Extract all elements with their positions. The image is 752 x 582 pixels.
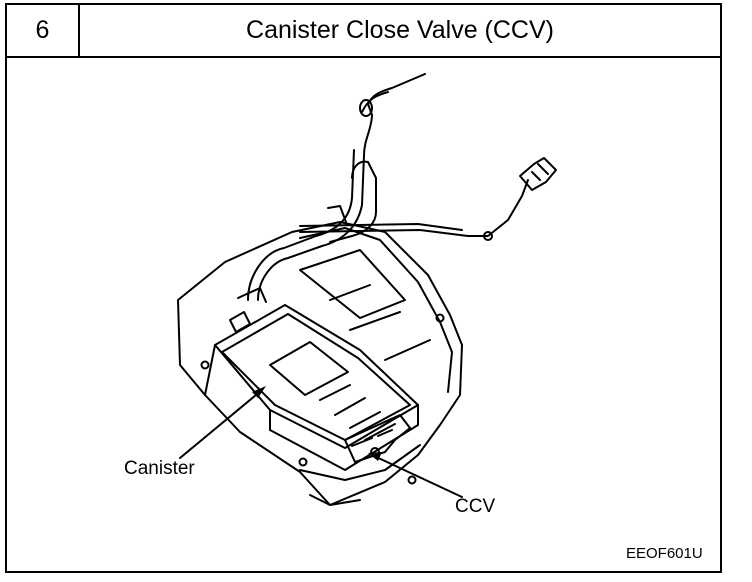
header-bar: 6 Canister Close Valve (CCV) xyxy=(7,5,720,58)
canister-arrowhead xyxy=(252,386,266,398)
figure-code: EEOF601U xyxy=(626,545,703,562)
step-number: 6 xyxy=(7,5,80,56)
upper-tube xyxy=(367,73,426,105)
canister-leader xyxy=(179,389,263,459)
ccv-label: CCV xyxy=(455,496,496,517)
ccv-leader xyxy=(371,454,463,498)
canister-label: Canister xyxy=(124,458,195,479)
ccv-valve xyxy=(344,414,411,463)
mounting-bracket xyxy=(177,221,463,506)
secondary-hose xyxy=(329,160,377,243)
page-title: Canister Close Valve (CCV) xyxy=(246,16,554,44)
electrical-connector xyxy=(519,157,557,191)
bracket-inner-edge xyxy=(299,227,453,393)
wire-harness xyxy=(299,179,529,237)
canister-label-plate xyxy=(269,341,349,396)
vent-hose xyxy=(257,103,373,301)
bracket-lower-edge xyxy=(299,444,421,481)
ccv-arrowhead xyxy=(368,452,382,461)
